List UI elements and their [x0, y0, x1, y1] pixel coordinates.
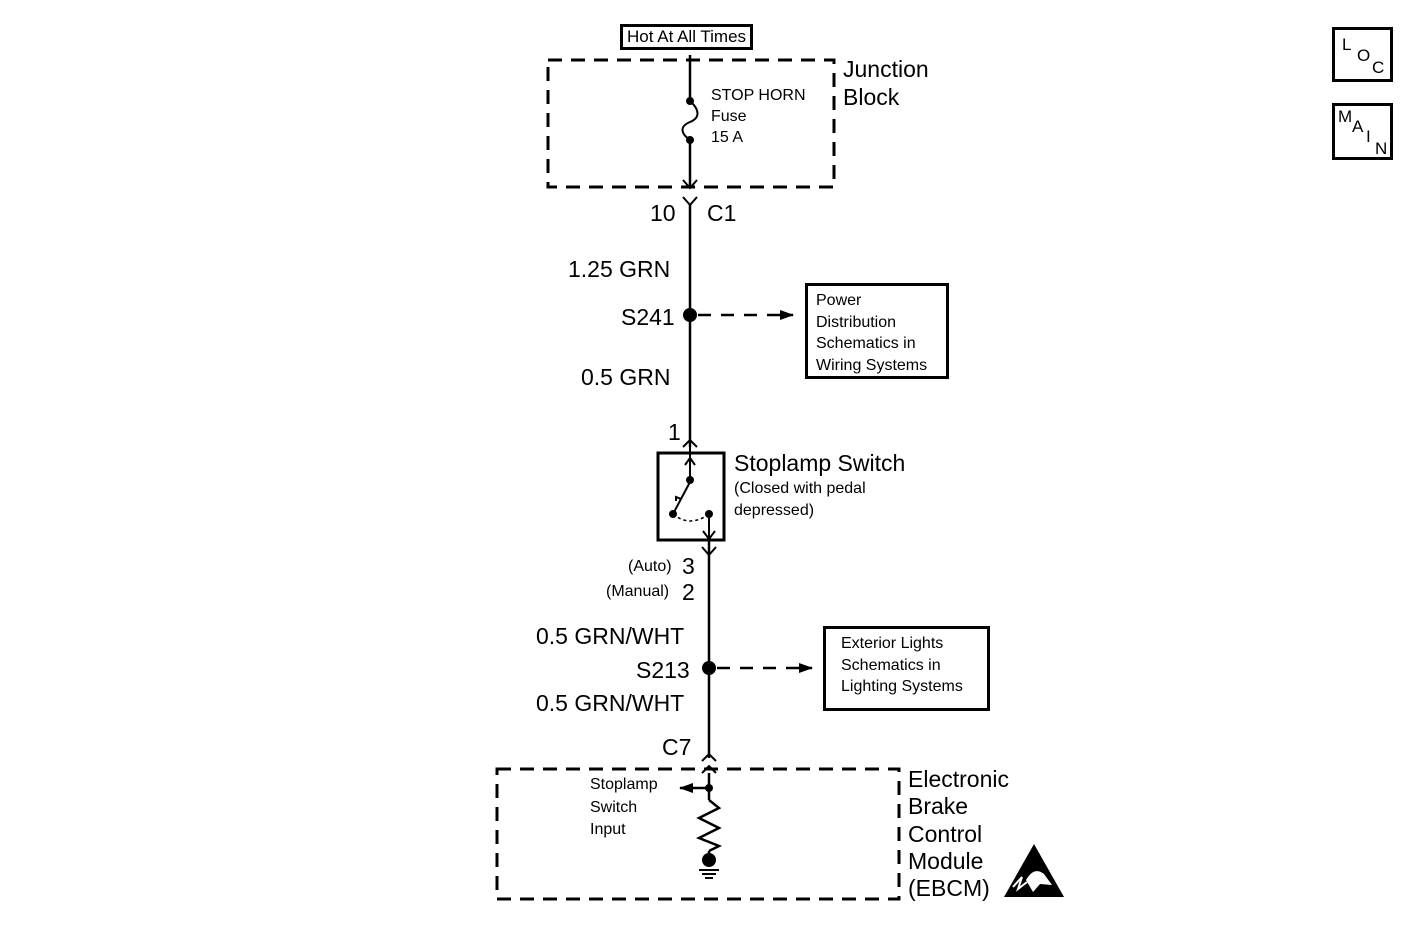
auto-pin-number: 3	[682, 553, 695, 579]
switch-icon	[669, 447, 716, 541]
fuse-icon	[681, 97, 699, 144]
splice-s213-label: S213	[636, 657, 690, 683]
ground-icon	[699, 851, 719, 879]
fuse-rating: 15 A	[711, 129, 744, 146]
power-dist-ref-line: Schematics in	[816, 335, 916, 353]
wire-label-2: 0.5 GRN	[581, 364, 671, 390]
wire-label-4: 0.5 GRN/WHT	[536, 690, 685, 716]
power-dist-ref-line: Distribution	[816, 313, 897, 331]
switch-input-pin: 1	[668, 419, 681, 445]
wire-label-1: 1.25 GRN	[568, 256, 671, 282]
switch-note-line1: (Closed with pedal	[734, 480, 866, 497]
main-letter: A	[1352, 117, 1364, 136]
junction-block-name-line1: Junction	[843, 56, 929, 82]
loc-letter: L	[1342, 35, 1352, 54]
c7-connector-name: C7	[662, 734, 692, 760]
ebcm-name-line1: Electronic	[908, 766, 1009, 792]
c1-pin-number: 10	[650, 200, 676, 226]
connector-c7-icon	[701, 752, 717, 774]
ebcm-outline	[495, 767, 901, 901]
power-distribution-ref-box[interactable]: Power Distribution Schematics in Wiring …	[805, 283, 949, 379]
ebcm-name-line5: (EBCM)	[908, 875, 990, 901]
auto-pin-label: (Auto)	[628, 558, 672, 575]
splice-s241-label: S241	[621, 304, 675, 330]
main-letter: M	[1338, 107, 1353, 126]
loc-letter: O	[1357, 46, 1371, 65]
main-letter: N	[1375, 139, 1388, 158]
junction-block-name-line2: Block	[843, 84, 900, 110]
ebcm-name-line3: Control	[908, 821, 983, 847]
exterior-ref-line: Schematics in	[841, 656, 941, 674]
loc-letter: C	[1372, 58, 1385, 77]
switch-note-line2: depressed)	[734, 502, 815, 519]
ebcm-input-line3: Input	[590, 821, 626, 838]
fuse-type: Fuse	[711, 108, 747, 125]
power-dist-ref-line: Power	[816, 292, 862, 309]
main-letter: I	[1366, 127, 1371, 146]
exterior-ref-line: Lighting Systems	[841, 678, 963, 696]
splice-s241-dot	[683, 308, 697, 322]
ebcm-name-line2: Brake	[908, 793, 969, 819]
hot-at-all-times-label: Hot At All Times	[620, 24, 754, 50]
c1-connector-name: C1	[707, 200, 737, 226]
stoplamp-switch-name: Stoplamp Switch	[734, 450, 906, 476]
ebcm-input-line1: Stoplamp	[590, 776, 658, 793]
ebcm-input-line2: Switch	[590, 799, 638, 816]
splice-s213-dot	[702, 661, 716, 675]
main-button[interactable]: M A I N	[1332, 103, 1393, 160]
exterior-lights-ref-box[interactable]: Exterior Lights Schematics in Lighting S…	[823, 626, 990, 711]
wire-label-3: 0.5 GRN/WHT	[536, 623, 685, 649]
exterior-ref-line: Exterior Lights	[841, 635, 944, 652]
ebcm-name-line4: Module	[908, 848, 984, 874]
resistor-icon	[695, 799, 723, 853]
esd-warning-icon	[1004, 844, 1064, 897]
manual-pin-number: 2	[682, 579, 695, 605]
manual-pin-label: (Manual)	[606, 583, 670, 600]
power-dist-ref-line: Wiring Systems	[816, 356, 928, 374]
fuse-name: STOP HORN	[711, 87, 806, 104]
loc-button[interactable]: L O C	[1332, 27, 1393, 82]
